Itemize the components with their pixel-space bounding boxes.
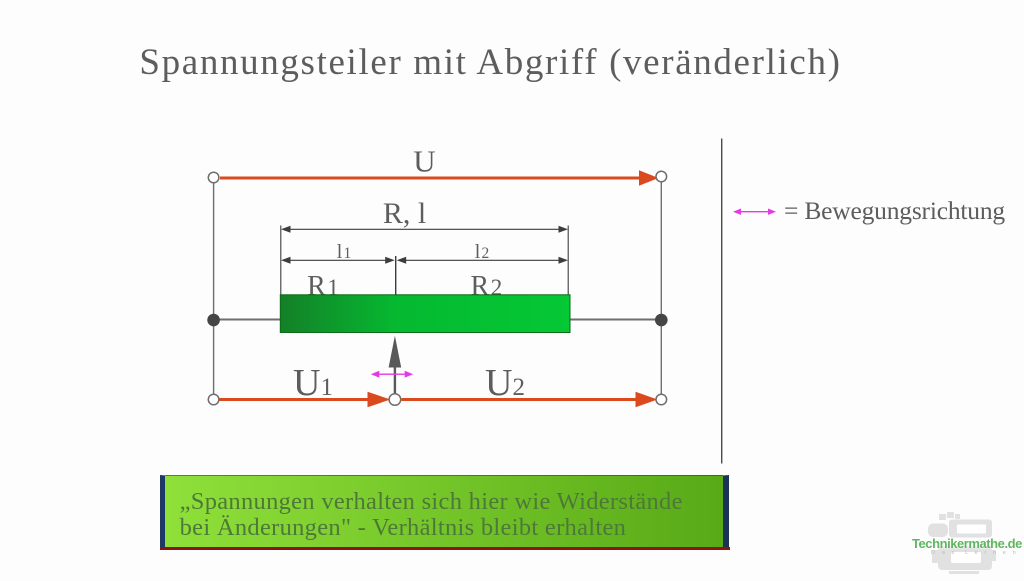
- svg-text:Spannungsteiler mit Abgriff (v: Spannungsteiler mit Abgriff (veränderlic…: [139, 42, 841, 83]
- svg-text:R, l: R, l: [383, 197, 426, 230]
- svg-text:l2: l2: [475, 241, 490, 263]
- svg-text:U2: U2: [485, 362, 525, 404]
- svg-text:U1: U1: [293, 362, 333, 404]
- svg-text:= Bewegungsrichtung: = Bewegungsrichtung: [784, 196, 1005, 225]
- svg-text:l1: l1: [337, 241, 352, 263]
- svg-text:U: U: [413, 144, 435, 179]
